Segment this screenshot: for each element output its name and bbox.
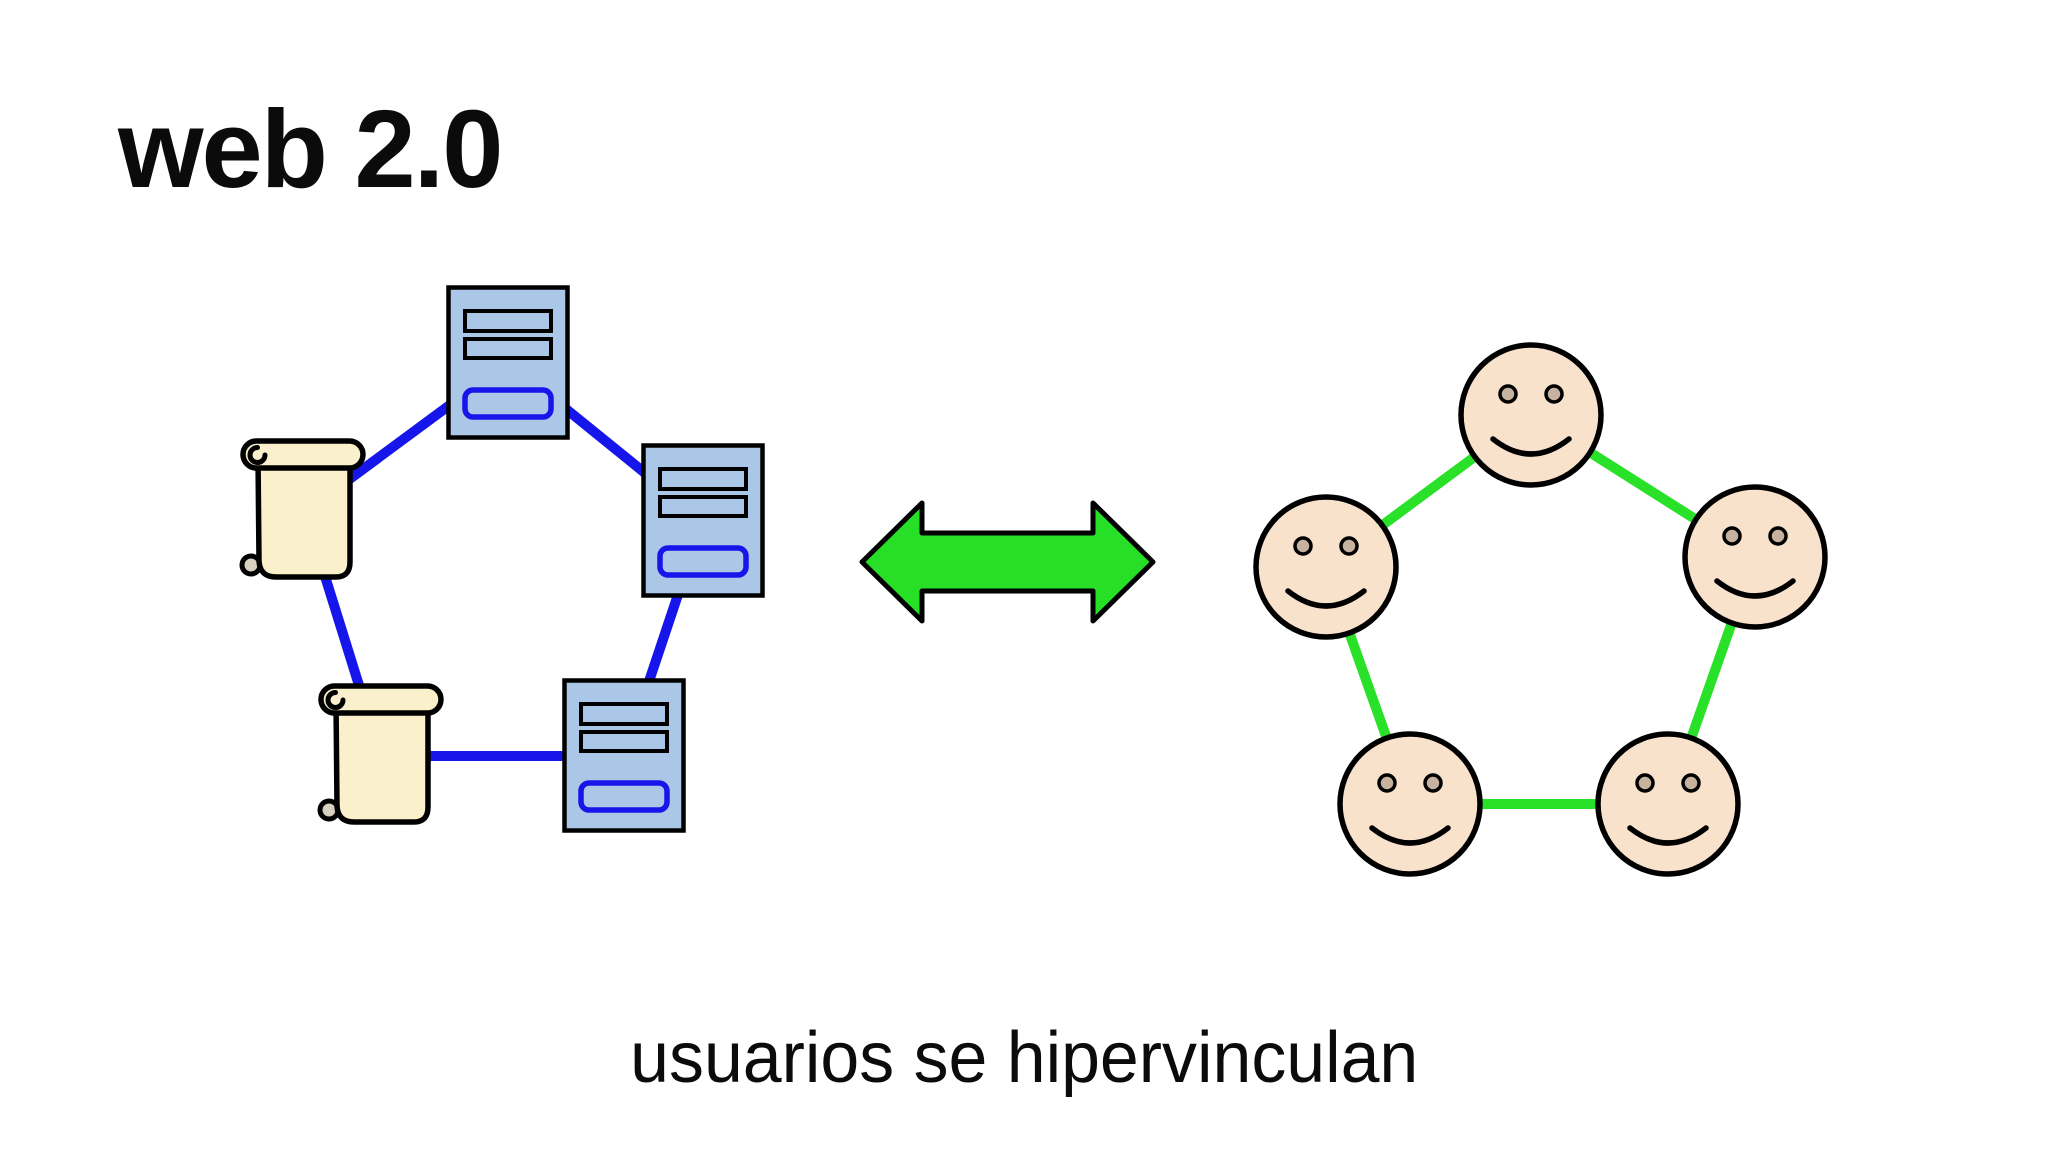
caption-container: usuarios se hipervinculan <box>0 1022 2048 1094</box>
caption: usuarios se hipervinculan <box>629 1018 1419 1098</box>
double-arrow-icon <box>859 500 1156 624</box>
smiley-face-icon <box>1598 734 1738 874</box>
scroll-icon <box>320 686 441 822</box>
smiley-face-icon <box>1340 734 1480 874</box>
smiley-face-icon <box>1685 487 1825 627</box>
document-network <box>242 288 763 831</box>
document-icon <box>644 446 763 596</box>
user-network <box>1256 345 1825 874</box>
document-icon <box>449 288 568 438</box>
scroll-icon <box>242 441 363 577</box>
page-title: web 2.0 <box>118 88 503 211</box>
document-icon <box>565 681 684 831</box>
smiley-face-icon <box>1461 345 1601 485</box>
smiley-face-icon <box>1256 497 1396 637</box>
